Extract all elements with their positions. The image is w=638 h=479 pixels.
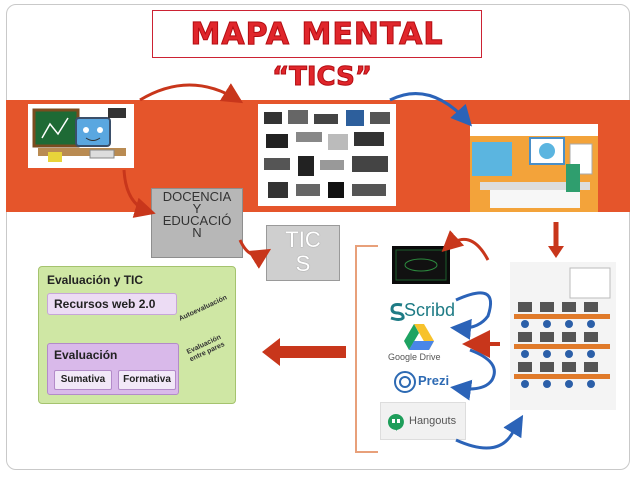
title-box: MAPA MENTAL	[152, 10, 482, 58]
prezi-icon	[394, 371, 416, 393]
prezi-logo: Prezi	[392, 370, 450, 394]
classroom-image	[470, 124, 598, 212]
computer-lab-icon	[510, 262, 616, 410]
peer-evaluation-label: Evaluación entre pares	[185, 334, 226, 364]
docencia-line-2: Y	[192, 201, 202, 216]
tics-label: TIC S	[266, 225, 340, 281]
devices-icon	[258, 104, 396, 206]
teacher-computer-image	[28, 104, 134, 168]
tool-logo-dark	[392, 246, 450, 284]
evaluation-card-title: Evaluación y TIC	[47, 273, 144, 287]
docencia-label: DOCENCIA Y EDUCACIÓ N	[151, 188, 243, 258]
computer-lab-image	[510, 262, 616, 410]
google-drive-icon	[404, 324, 434, 350]
evaluation-label: Evaluación	[54, 348, 118, 362]
classroom-icon	[470, 124, 598, 212]
scribd-logo: Scribd	[388, 300, 458, 322]
evaluation-box: Evaluación Sumativa Formativa	[47, 343, 179, 395]
tics-line-2: S	[295, 251, 311, 276]
docencia-line-4: N	[192, 225, 202, 240]
docencia-line-1: DOCENCIA	[162, 189, 232, 204]
scribd-icon	[390, 303, 405, 321]
summative-pill: Sumativa	[54, 370, 112, 390]
page-title: MAPA MENTAL	[190, 16, 444, 52]
self-evaluation-label: Autoevaluación	[177, 294, 229, 323]
hangouts-icon	[387, 414, 404, 431]
evaluation-card: Evaluación y TIC Recursos web 2.0 Autoev…	[38, 266, 236, 404]
docencia-line-3: EDUCACIÓ	[162, 213, 232, 228]
prezi-text: Prezi	[418, 373, 450, 388]
formative-pill: Formativa	[118, 370, 176, 390]
devices-collage-image	[258, 104, 396, 206]
hangouts-text: Hangouts	[409, 415, 457, 427]
google-drive-text: Google Drive	[388, 352, 441, 362]
resources-box: Recursos web 2.0	[47, 293, 177, 315]
page-subtitle: “TICS”	[272, 62, 373, 93]
teacher-computer-icon	[28, 104, 134, 168]
google-drive-logo: Google Drive	[386, 324, 456, 364]
scribd-text: Scribd	[404, 300, 456, 320]
hangouts-logo: Hangouts	[380, 402, 466, 440]
dark-screen-icon	[395, 249, 447, 281]
tics-line-1: TIC	[285, 227, 321, 252]
